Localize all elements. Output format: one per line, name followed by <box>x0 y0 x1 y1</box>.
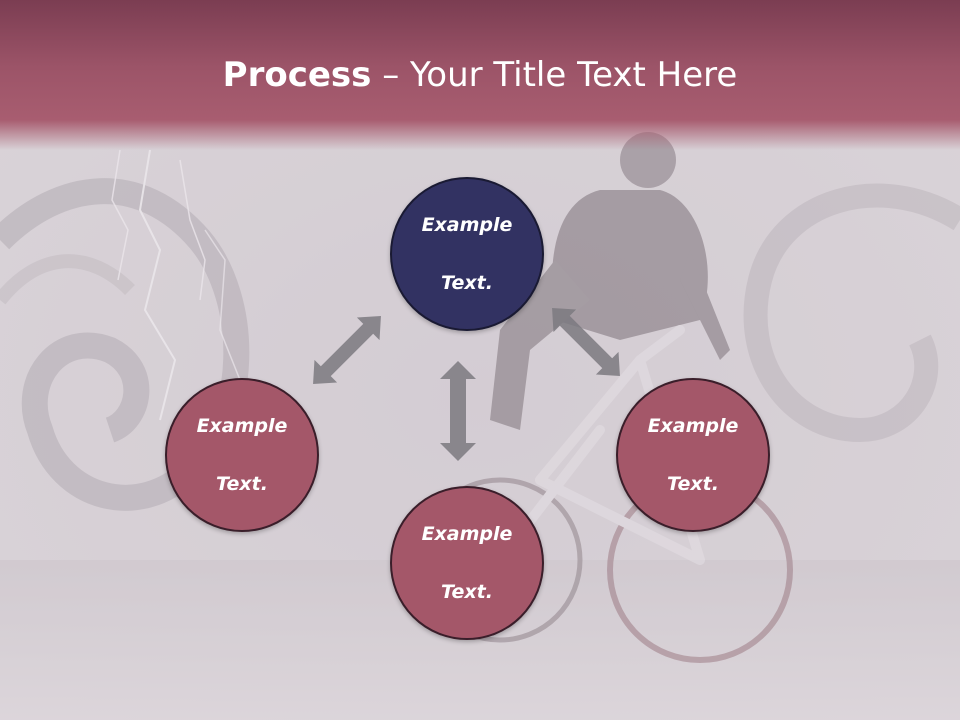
node-left-line1: Example <box>196 414 288 437</box>
arrow-top-left <box>313 316 381 384</box>
title-bar <box>0 0 960 150</box>
title-separator: – <box>371 55 411 95</box>
node-top-line2: Text. <box>441 271 493 294</box>
title-bold: Process <box>222 55 372 95</box>
arrow-top-right <box>552 308 620 376</box>
node-top-line1: Example <box>421 213 513 236</box>
node-right-line2: Text. <box>667 472 719 495</box>
node-left-line2: Text. <box>216 472 268 495</box>
node-bottom-line1: Example <box>421 522 513 545</box>
title-text: Your Title Text Here <box>410 55 738 95</box>
slide-title: Process – Your Title Text Here <box>0 54 960 96</box>
node-bottom-line2: Text. <box>441 580 493 603</box>
node-right-line1: Example <box>647 414 739 437</box>
arrow-vertical <box>440 361 476 461</box>
